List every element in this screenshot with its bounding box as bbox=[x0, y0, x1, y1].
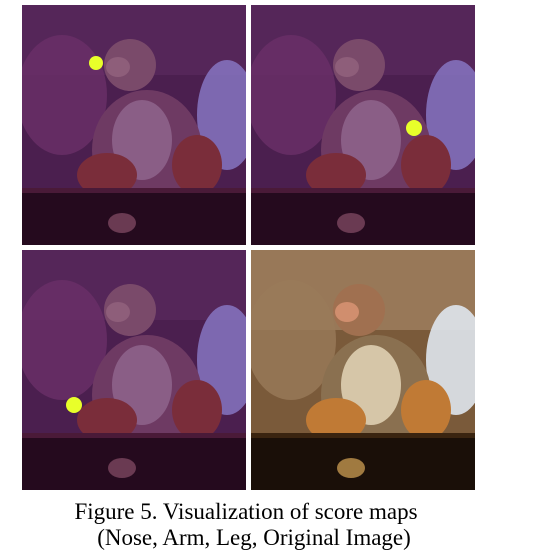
monkey-image-arm bbox=[251, 5, 475, 245]
monkey-image-original bbox=[251, 250, 475, 490]
score-map-nose bbox=[22, 5, 246, 245]
score-peak-nose bbox=[89, 56, 103, 70]
figure-caption: Figure 5. Visualization of score maps bbox=[74, 499, 418, 524]
monkey-image-leg bbox=[22, 250, 246, 490]
figure-subcaption: (Nose, Arm, Leg, Original Image) bbox=[97, 525, 411, 550]
monkey-image-nose bbox=[22, 5, 246, 245]
score-map-arm bbox=[251, 5, 475, 245]
figure-grid bbox=[22, 5, 475, 497]
score-peak-arm bbox=[406, 120, 422, 136]
score-map-leg bbox=[22, 250, 246, 490]
score-peak-leg bbox=[66, 397, 82, 413]
original-image bbox=[251, 250, 475, 490]
